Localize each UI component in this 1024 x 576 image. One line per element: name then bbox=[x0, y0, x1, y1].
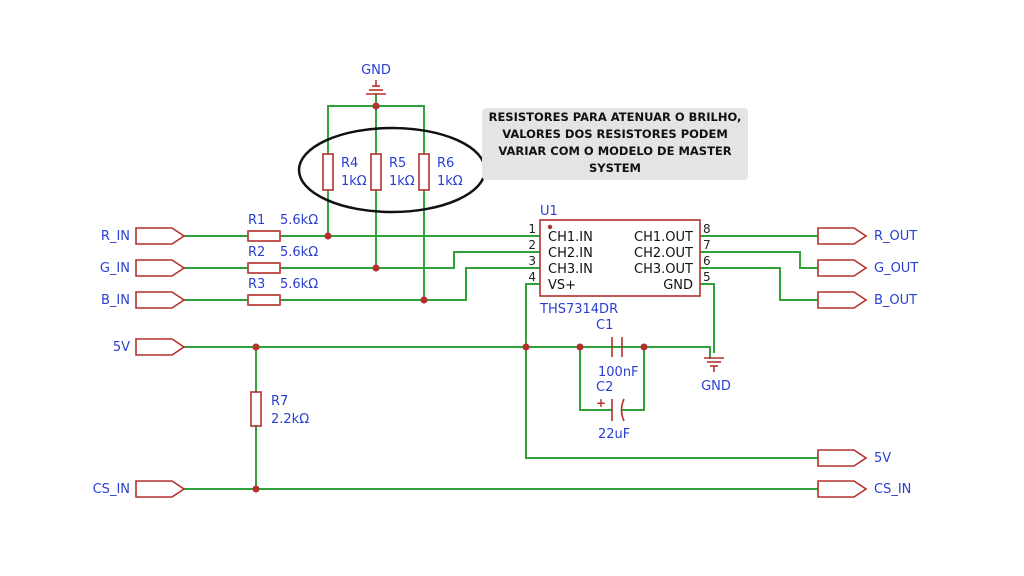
ground-right: GND bbox=[701, 357, 731, 394]
port-label: B_OUT bbox=[874, 293, 917, 308]
port-r-in: R_IN bbox=[101, 227, 186, 245]
ic-pin-name: CH2.OUT bbox=[634, 246, 693, 261]
junctions bbox=[252, 102, 648, 493]
ic-pin-name: VS+ bbox=[548, 278, 576, 293]
component-ref: R3 bbox=[248, 277, 265, 292]
component-ref: R4 bbox=[341, 156, 358, 171]
ground-label: GND bbox=[701, 379, 731, 394]
port-label: R_IN bbox=[101, 229, 130, 244]
ground-label: GND bbox=[361, 63, 391, 78]
port-label: 5V bbox=[113, 340, 130, 355]
resistor-r5: R5 1kΩ bbox=[370, 153, 415, 191]
port-label: B_IN bbox=[101, 293, 130, 308]
port-label: CS_IN bbox=[93, 482, 130, 497]
polarity-mark: + bbox=[596, 396, 606, 410]
component-value: 2.2kΩ bbox=[271, 412, 309, 427]
ic-pin-number: 7 bbox=[703, 238, 711, 252]
ic-pin-number: 5 bbox=[703, 270, 711, 284]
junction-dot bbox=[576, 343, 584, 351]
component-ref: C2 bbox=[596, 380, 613, 395]
port-label: R_OUT bbox=[874, 229, 917, 244]
resistor-r7: R7 2.2kΩ bbox=[250, 391, 309, 427]
junction-dot bbox=[640, 343, 648, 351]
port-5v-in: 5V bbox=[113, 338, 186, 356]
port-b-out: B_OUT bbox=[817, 291, 917, 309]
port-g-in: G_IN bbox=[100, 259, 186, 277]
ic-pin-name: CH1.OUT bbox=[634, 230, 693, 245]
component-value: 5.6kΩ bbox=[280, 213, 318, 228]
port-r-out: R_OUT bbox=[817, 227, 917, 245]
component-value: 5.6kΩ bbox=[280, 277, 318, 292]
port-label: G_IN bbox=[100, 261, 130, 276]
capacitor-c1: C1 100nF bbox=[596, 318, 639, 380]
pin1-marker bbox=[547, 224, 553, 230]
ic-pin-number: 4 bbox=[528, 270, 536, 284]
component-value: 1kΩ bbox=[389, 174, 415, 189]
ic-u1: U1 THS7314DR CH1.IN CH2.IN CH3.IN VS+ 1 … bbox=[528, 204, 710, 317]
ic-pin-name: CH3.OUT bbox=[634, 262, 693, 277]
ic-pin-name: CH2.IN bbox=[548, 246, 593, 261]
ic-pin-number: 8 bbox=[703, 222, 711, 236]
port-label: 5V bbox=[874, 451, 891, 466]
resistor-r4: R4 1kΩ bbox=[322, 153, 367, 191]
junction-dot bbox=[252, 343, 260, 351]
resistor-r2: R2 5.6kΩ bbox=[247, 245, 318, 274]
port-5v-out: 5V bbox=[817, 449, 891, 467]
component-ref: R2 bbox=[248, 245, 265, 260]
junction-dot bbox=[324, 232, 332, 240]
resistor-r3: R3 5.6kΩ bbox=[247, 277, 318, 306]
annotation-note: RESISTORES PARA ATENUAR O BRILHO, VALORE… bbox=[482, 108, 748, 180]
ic-ref: U1 bbox=[540, 204, 558, 219]
port-cs-out: CS_IN bbox=[817, 480, 911, 498]
ic-pin-number: 3 bbox=[528, 254, 536, 268]
junction-dot bbox=[522, 343, 530, 351]
port-b-in: B_IN bbox=[101, 291, 186, 309]
component-value: 100nF bbox=[598, 365, 639, 380]
ic-pin-number: 1 bbox=[528, 222, 536, 236]
port-label: G_OUT bbox=[874, 261, 918, 276]
junction-dot bbox=[420, 296, 428, 304]
component-value: 1kΩ bbox=[437, 174, 463, 189]
ic-pin-name: CH1.IN bbox=[548, 230, 593, 245]
port-cs-in: CS_IN bbox=[93, 480, 186, 498]
ground-top: GND bbox=[361, 63, 391, 95]
ic-part-number: THS7314DR bbox=[539, 302, 618, 317]
component-ref: R5 bbox=[389, 156, 406, 171]
resistor-r6: R6 1kΩ bbox=[418, 153, 463, 191]
component-value: 1kΩ bbox=[341, 174, 367, 189]
component-ref: R7 bbox=[271, 394, 288, 409]
component-ref: R6 bbox=[437, 156, 454, 171]
port-g-out: G_OUT bbox=[817, 259, 918, 277]
port-label: CS_IN bbox=[874, 482, 911, 497]
ic-pin-name: CH3.IN bbox=[548, 262, 593, 277]
ic-pin-number: 2 bbox=[528, 238, 536, 252]
component-value: 5.6kΩ bbox=[280, 245, 318, 260]
component-value: 22uF bbox=[598, 427, 630, 442]
capacitor-c2: + C2 22uF bbox=[596, 380, 630, 442]
resistor-r1: R1 5.6kΩ bbox=[247, 213, 318, 242]
component-ref: C1 bbox=[596, 318, 613, 333]
junction-dot bbox=[252, 485, 260, 493]
ic-pin-number: 6 bbox=[703, 254, 711, 268]
ic-pin-name: GND bbox=[663, 278, 693, 293]
junction-dot bbox=[372, 102, 380, 110]
junction-dot bbox=[372, 264, 380, 272]
component-ref: R1 bbox=[248, 213, 265, 228]
